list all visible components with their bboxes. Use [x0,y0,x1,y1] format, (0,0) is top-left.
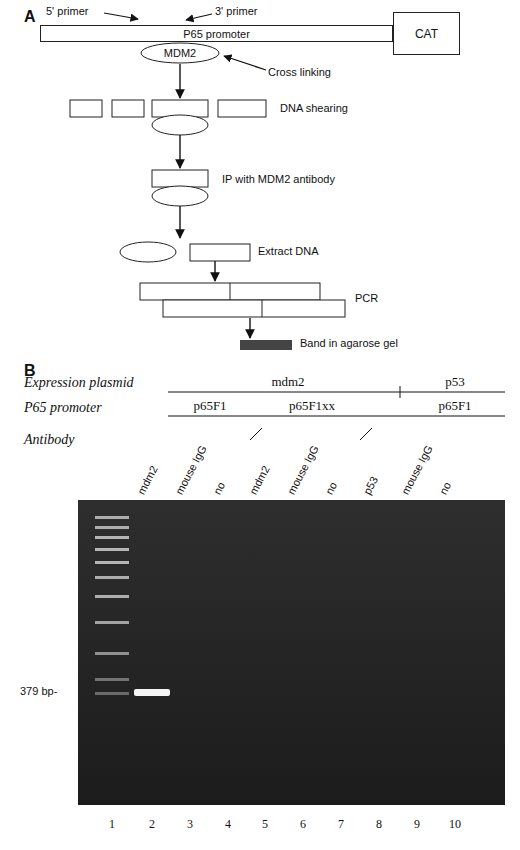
lane-label: no [211,480,228,497]
group-divider [400,386,401,398]
lane-number: 9 [414,818,420,832]
primer-label: 3' primer [215,5,257,18]
lane-number: 3 [187,818,193,832]
lane-label: mdm2 [135,464,161,497]
dna-fragment [152,100,208,117]
pcr-divider [230,283,231,300]
pcr-band [134,689,170,696]
dna-fragment [112,100,144,117]
step-arrow [179,206,180,238]
lane-label: no [323,480,340,497]
group-label: p53 [445,375,465,390]
node-label: MDM2 [164,47,196,59]
step-arrow [249,318,250,338]
group-label: mdm2 [271,375,304,390]
step-label: Extract DNA [258,245,319,258]
leader-arrow [224,56,266,70]
step-arrow [214,261,215,281]
pcr-product [140,283,320,300]
step-arrow [179,135,180,168]
primer-label: 5' primer [46,5,88,18]
panel-letter: A [24,8,36,26]
primer-arrow [104,13,138,19]
step-label: Cross linking [268,66,331,79]
promoter-box: P65 promoter [40,25,393,42]
lane-number: 6 [300,818,306,832]
group-divider [360,428,372,440]
row-header: Antibody [24,432,75,448]
size-marker: 379 bp- [20,685,57,698]
dna-fragment [152,170,208,187]
lane-label: mouse IgG [173,444,209,497]
lane-number: 4 [225,818,231,832]
lane-label: no [437,480,454,497]
step-arrow [179,64,180,98]
lane-label: p53 [361,475,381,497]
lane-label: mouse IgG [399,444,435,497]
pcr-product [163,300,345,317]
dna-fragment [218,100,266,117]
step-label: IP with MDM2 antibody [222,173,335,186]
reporter-box: CAT [393,12,460,55]
node-label: CAT [415,27,438,41]
lane-number: 5 [262,818,268,832]
lane-number: 7 [338,818,344,832]
lane-label: mouse IgG [285,444,321,497]
lane-number: 10 [449,818,461,832]
row-header: P65 promoter [24,400,102,416]
step-label: DNA shearing [280,102,348,115]
step-label: Band in agarose gel [300,337,398,350]
row-header: Expression plasmid [24,375,134,391]
protein-ellipse [152,115,208,135]
primer-arrow [186,14,212,20]
gel-band-icon [240,340,292,350]
node-label: P65 promoter [183,28,250,40]
agarose-gel [78,500,505,805]
lane-number: 2 [149,818,155,832]
lane-number: 8 [376,818,382,832]
group-line [168,416,505,417]
lane-number: 1 [109,818,115,832]
group-label: p65F1 [438,399,471,414]
step-label: PCR [355,292,378,305]
pcr-divider [262,300,263,317]
dna-ladder [95,516,129,695]
group-divider [250,428,262,440]
group-label: p65F1 [193,399,226,414]
group-label: p65F1xx [289,399,335,414]
protein-ellipse [152,186,208,206]
lane-label: mdm2 [247,464,273,497]
group-line [168,392,505,393]
ellipse-shape [141,43,219,63]
protein-ellipse: MDM2 [140,42,220,64]
dna-fragment [190,244,250,261]
dna-fragment [70,100,102,117]
protein-ellipse [120,242,176,262]
